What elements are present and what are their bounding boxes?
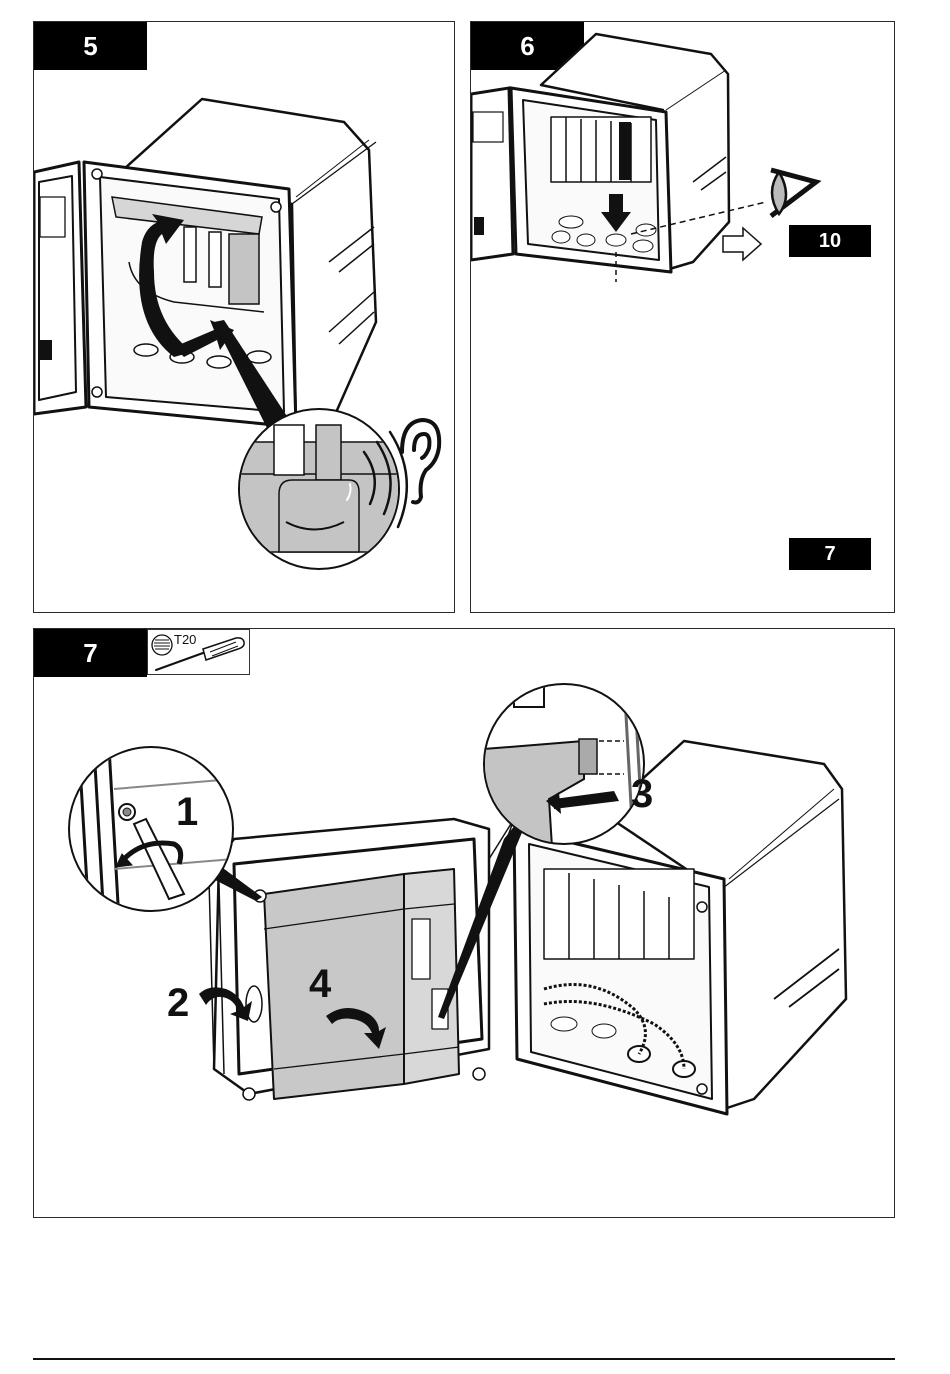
rotate-arrow-icon-2 — [199, 987, 252, 1021]
module-slots — [111, 196, 272, 369]
goto-step-7-label: 7 — [824, 542, 836, 565]
enclosure-body — [512, 739, 848, 1116]
close-cover-arrow-icon — [139, 214, 192, 357]
magnifier-detail-3: 3 — [483, 683, 653, 845]
step-5-panel: 5 — [33, 21, 455, 613]
open-door-top — [471, 86, 515, 262]
callout-2: 2 — [167, 981, 189, 1025]
step-5-illustration — [34, 22, 442, 570]
torx-screwdriver-icon — [151, 634, 245, 671]
arrow-right-icon — [722, 226, 763, 262]
enclosure-top — [509, 32, 731, 274]
step-5-badge: 5 — [34, 22, 147, 70]
magnifier-detail-1: 1 — [68, 746, 234, 912]
callout-4: 4 — [309, 962, 332, 1006]
sight-line — [630, 201, 767, 235]
tool-label: T20 — [174, 632, 197, 647]
step-6-number: 6 — [520, 30, 535, 61]
step-6-panel: 6 — [470, 21, 895, 613]
step-5-number: 5 — [83, 30, 98, 61]
open-door — [208, 817, 491, 1101]
step-7-number: 7 — [83, 637, 98, 668]
step-7-illustration: 1 3 2 4 — [68, 683, 848, 1116]
callout-1: 1 — [176, 790, 198, 834]
step-7-panel: 7 T20 — [33, 628, 895, 1218]
step-7-badge: 7 — [34, 629, 147, 677]
open-door — [34, 160, 88, 416]
callout-3: 3 — [631, 772, 653, 816]
tool-t20-box: T20 — [147, 629, 250, 675]
sound-waves-icon — [346, 430, 409, 529]
insert-down-arrow-icon — [601, 194, 631, 232]
fold-arrow-icon-4 — [326, 1007, 386, 1049]
callout-pointer — [214, 320, 296, 442]
footer-rule — [33, 1358, 895, 1360]
goto-step-7-badge[interactable]: 7 — [789, 538, 871, 570]
step-6-illustration — [471, 32, 822, 282]
eye-icon — [769, 167, 822, 218]
goto-step-10-badge[interactable]: 10 — [789, 225, 871, 257]
goto-step-10-label: 10 — [818, 229, 842, 252]
magnifier-detail — [238, 408, 400, 570]
ear-icon — [400, 417, 442, 505]
